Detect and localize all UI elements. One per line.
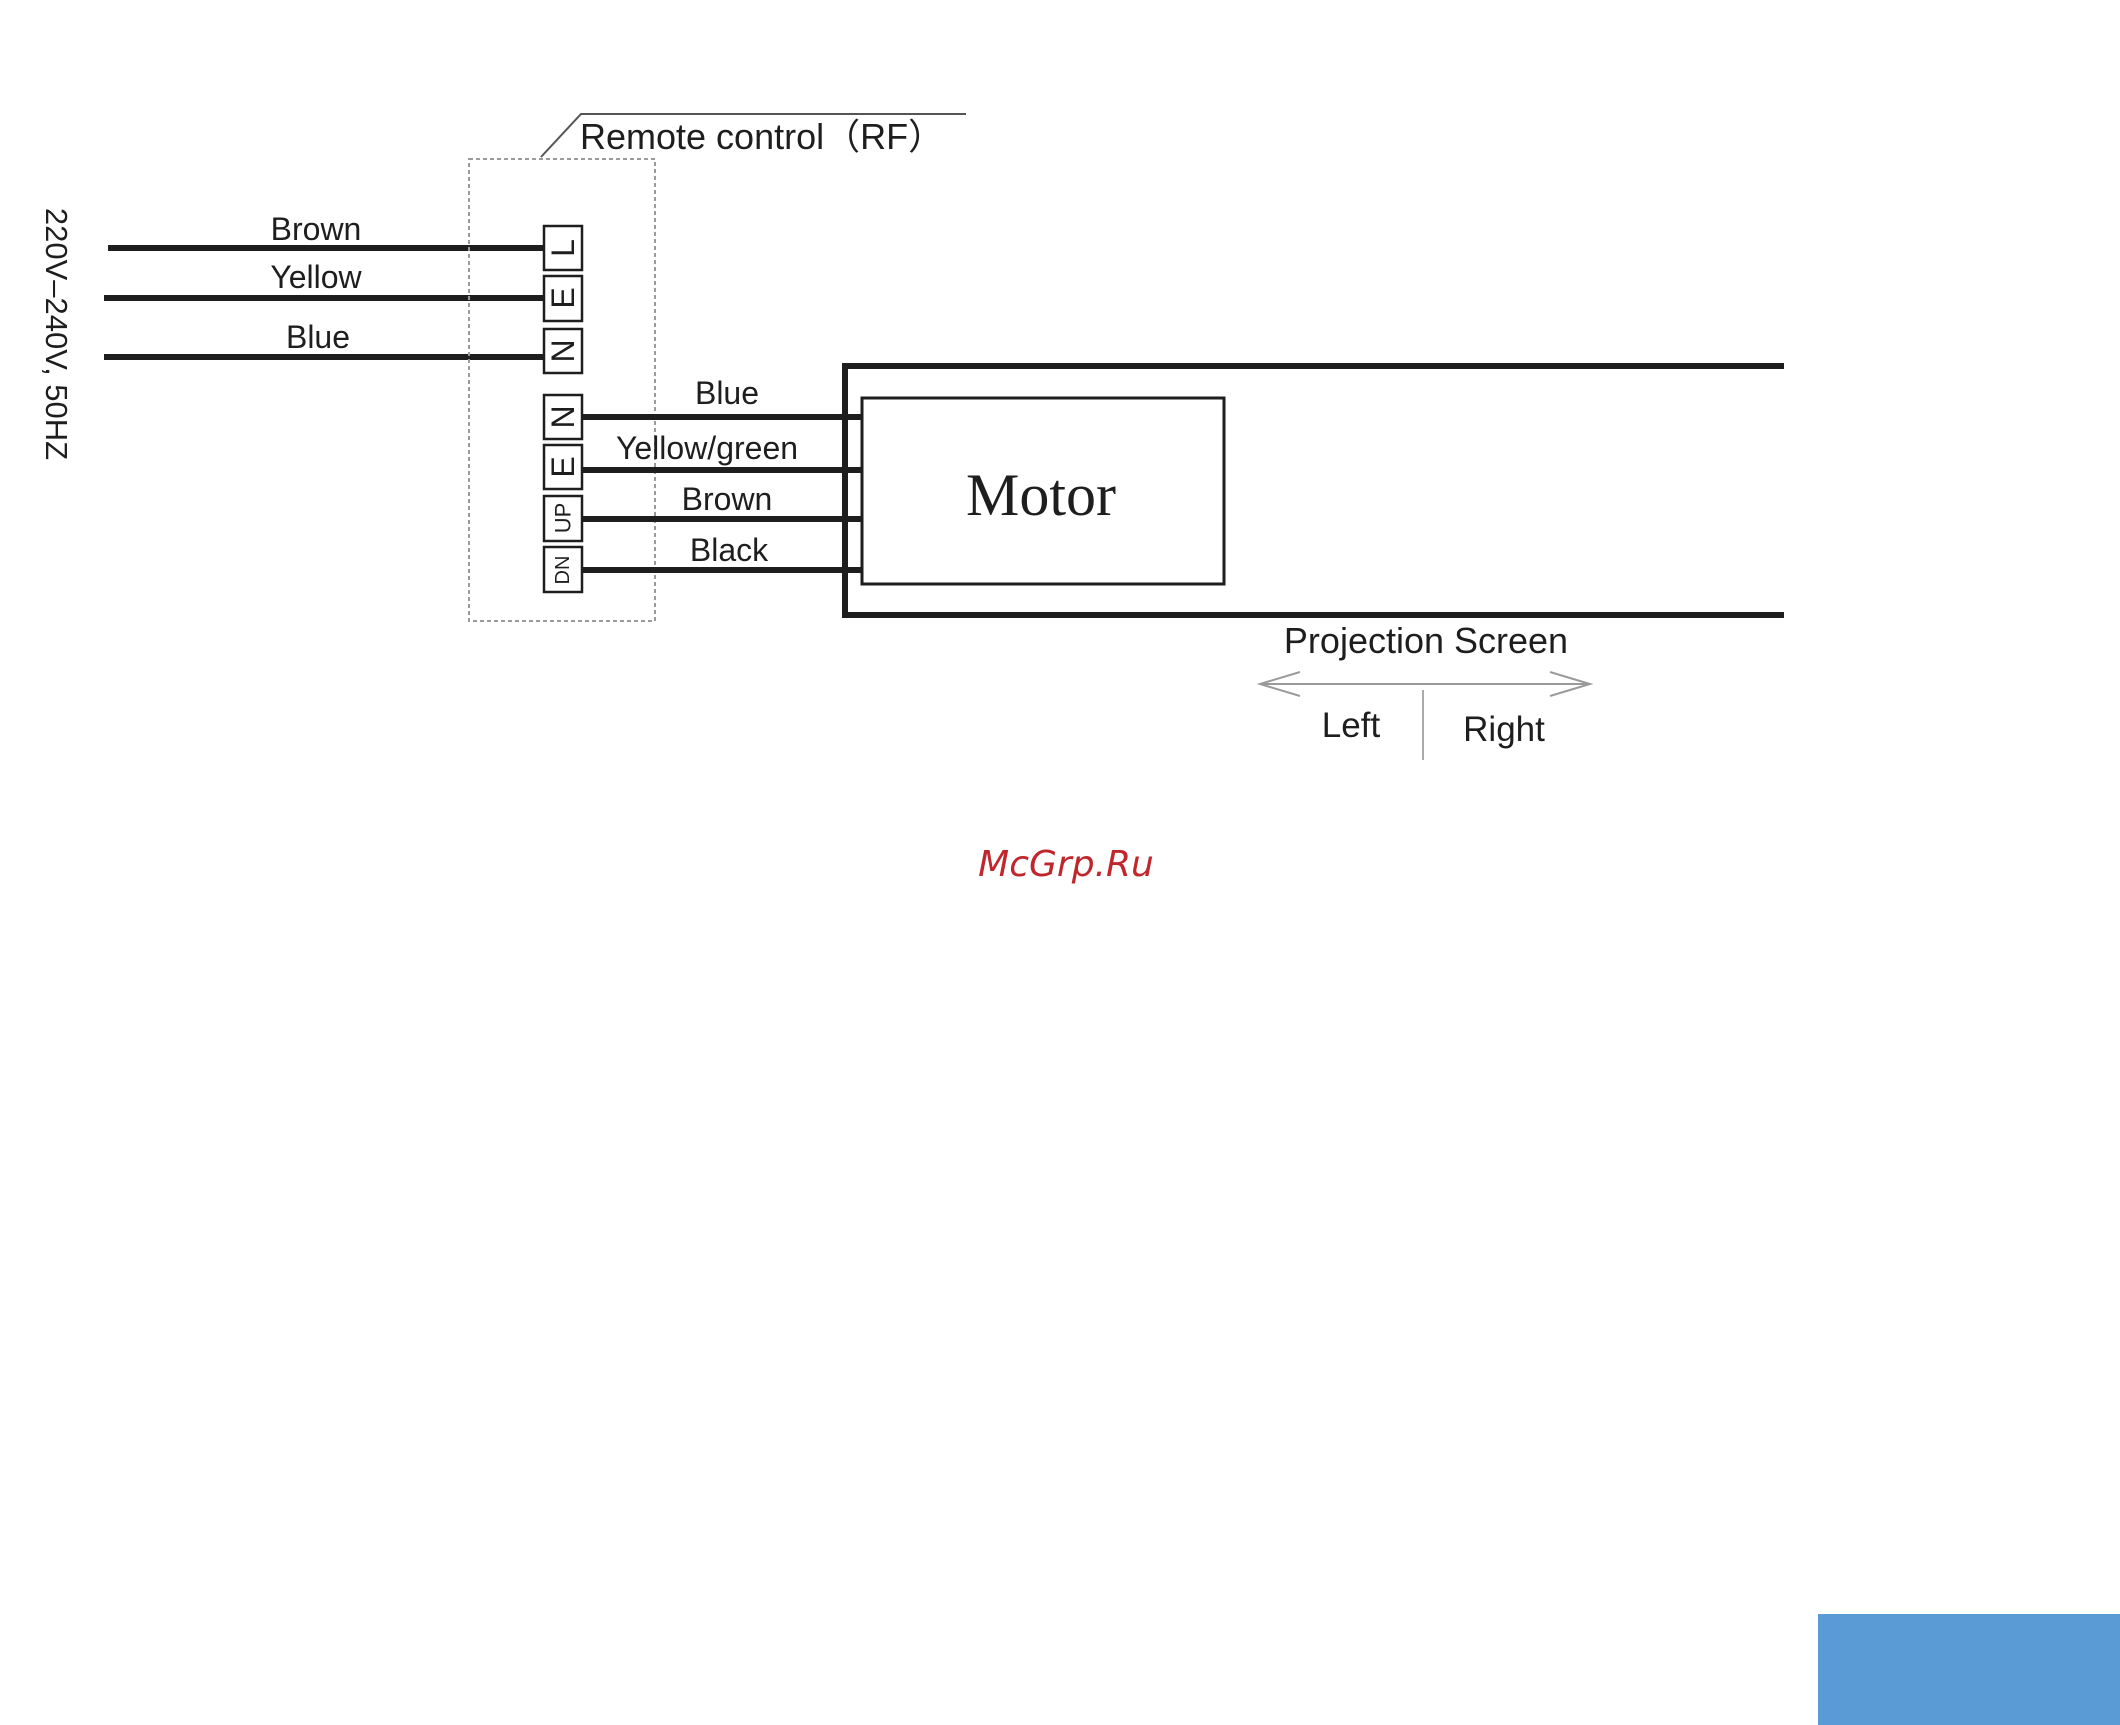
supply-wire-label-yellow: Yellow (270, 259, 362, 295)
direction-label-right: Right (1463, 710, 1545, 749)
terminal-input-l-label: L (545, 239, 581, 257)
motor-label: Motor (966, 462, 1116, 528)
watermark: McGrp.Ru (978, 844, 1154, 885)
motor-wire-label-brown: Brown (682, 481, 773, 517)
terminal-output-n-label: N (545, 405, 581, 428)
motor-wire-label-black: Black (690, 532, 769, 568)
terminal-block-output: N E UP DN (544, 395, 582, 592)
terminal-output-up-label: UP (551, 503, 576, 534)
supply-voltage-label: 220V–240V, 50HZ (39, 208, 74, 460)
remote-control-box (469, 159, 655, 621)
projection-screen-title: Projection Screen (1284, 620, 1568, 661)
terminal-block-input: L E N (544, 226, 582, 373)
supply-wire-label-blue: Blue (286, 319, 350, 355)
direction-label-left: Left (1322, 706, 1381, 745)
terminal-output-e-label: E (545, 456, 581, 477)
corner-color-block (1818, 1614, 2120, 1725)
motor-wire-label-yellow-green: Yellow/green (616, 430, 798, 466)
supply-wire-label-brown: Brown (271, 211, 362, 247)
terminal-output-dn-label: DN (552, 556, 574, 585)
terminal-input-n-label: N (545, 339, 581, 362)
remote-control-title: Remote control（RF） (580, 116, 944, 157)
motor-wire-label-blue: Blue (695, 375, 759, 411)
terminal-input-e-label: E (545, 287, 581, 308)
